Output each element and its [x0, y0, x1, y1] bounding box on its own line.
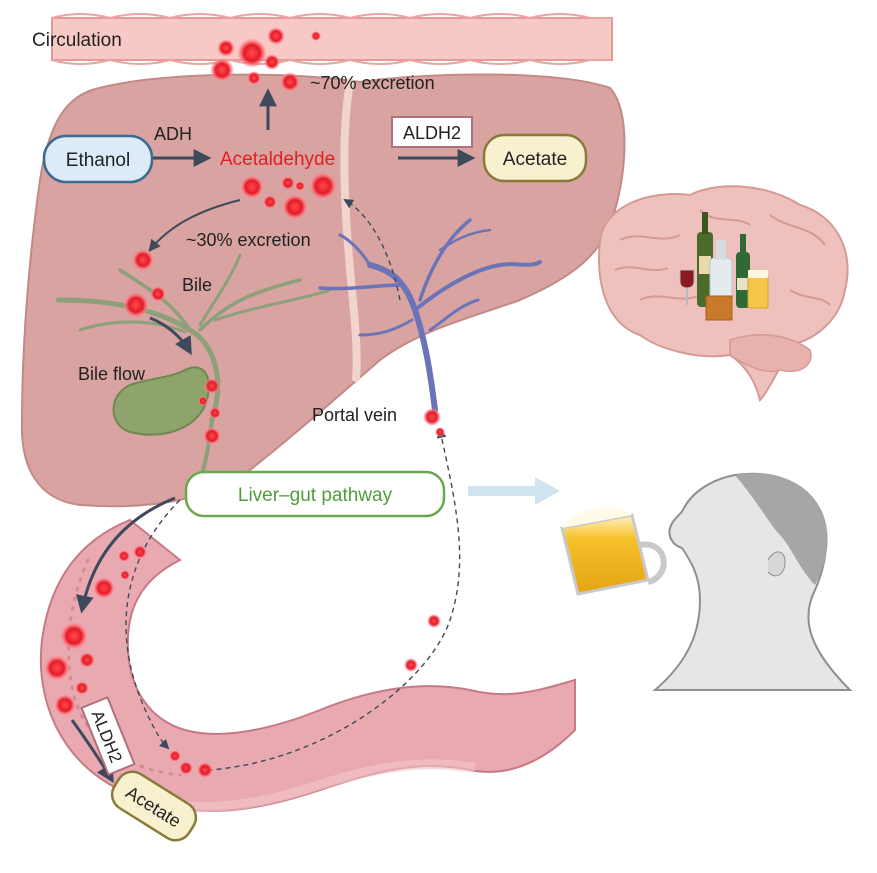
- acetaldehyde-droplets: [44, 27, 445, 778]
- portal-vein: [318, 218, 542, 413]
- excretion-30-label: ~30% excretion: [186, 230, 311, 250]
- acetate-top-label: Acetate: [503, 149, 567, 170]
- bile-label: Bile: [182, 275, 212, 295]
- acetate-box-top: Acetate: [482, 133, 588, 183]
- dashed-pathways: [125, 198, 461, 771]
- blood-vessel: [51, 13, 613, 65]
- person-drinking: [652, 472, 853, 691]
- liver-gut-pathway-label: Liver–gut pathway: [238, 485, 393, 506]
- acetaldehyde-label: Acetaldehyde: [220, 149, 335, 170]
- adh-label: ADH: [154, 124, 192, 144]
- aldh2-box-top: ALDH2: [391, 116, 473, 148]
- flow-arrow: [468, 477, 560, 505]
- beer-mug-icon: [560, 507, 667, 596]
- aldh2-box-gut: ALDH2: [80, 696, 136, 776]
- ethanol-label: Ethanol: [66, 150, 130, 171]
- liver-gut-pathway-box: Liver–gut pathway: [184, 470, 446, 518]
- bile-flow-label: Bile flow: [78, 364, 146, 384]
- ethanol-box: Ethanol: [42, 134, 154, 184]
- excretion-70-label: ~70% excretion: [310, 73, 435, 93]
- portal-vein-label: Portal vein: [312, 405, 397, 425]
- brain-illustration: [598, 185, 849, 402]
- aldh2-top-label: ALDH2: [403, 123, 461, 143]
- circulation-label: Circulation: [32, 30, 122, 51]
- acetate-box-gut: Acetate: [110, 770, 198, 842]
